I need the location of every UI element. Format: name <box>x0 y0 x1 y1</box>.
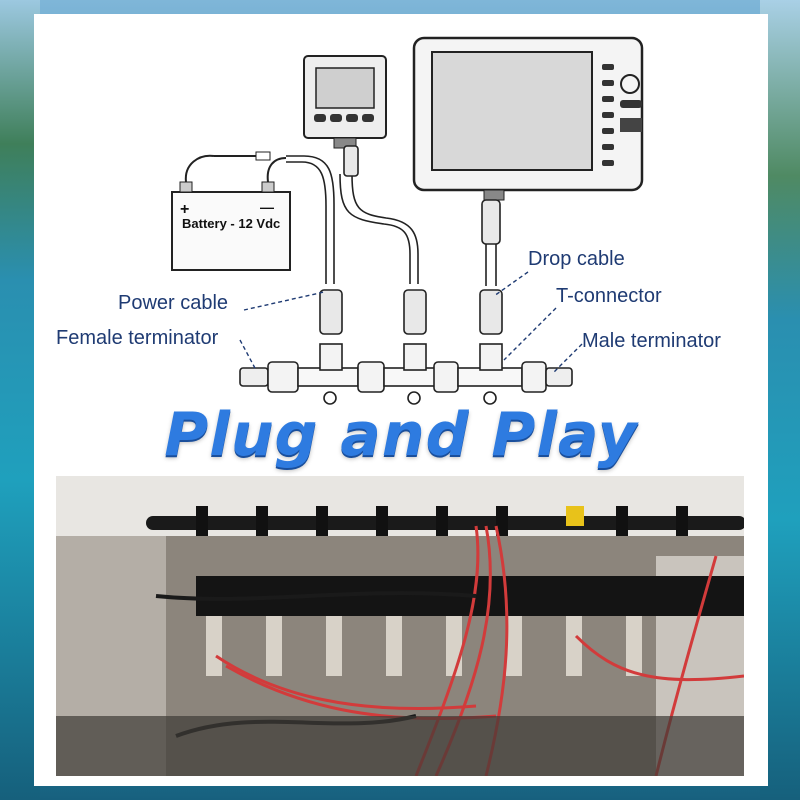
battery-minus: — <box>260 199 274 215</box>
battery-plus: + <box>180 201 189 218</box>
label-drop-cable: Drop cable <box>528 248 625 270</box>
battery-label: Battery - 12 Vdc <box>182 216 280 231</box>
label-female-terminator: Female terminator <box>56 327 219 349</box>
label-male-terminator: Male terminator <box>582 330 721 352</box>
backbone <box>239 343 573 405</box>
installation-photo <box>56 476 744 776</box>
label-power-cable: Power cable <box>118 292 229 314</box>
background-left-strip <box>0 0 40 800</box>
small-display-unit <box>303 55 387 149</box>
drop-connectors <box>319 145 503 335</box>
leader-lines <box>239 271 583 373</box>
battery: + — Battery - 12 Vdc <box>171 181 291 271</box>
chartplotter-display <box>412 36 644 201</box>
wiring-diagram: + — Battery - 12 Vdc <box>171 36 644 405</box>
label-t-connector: T-connector <box>556 285 662 307</box>
headline: Plug and Play <box>164 400 638 470</box>
